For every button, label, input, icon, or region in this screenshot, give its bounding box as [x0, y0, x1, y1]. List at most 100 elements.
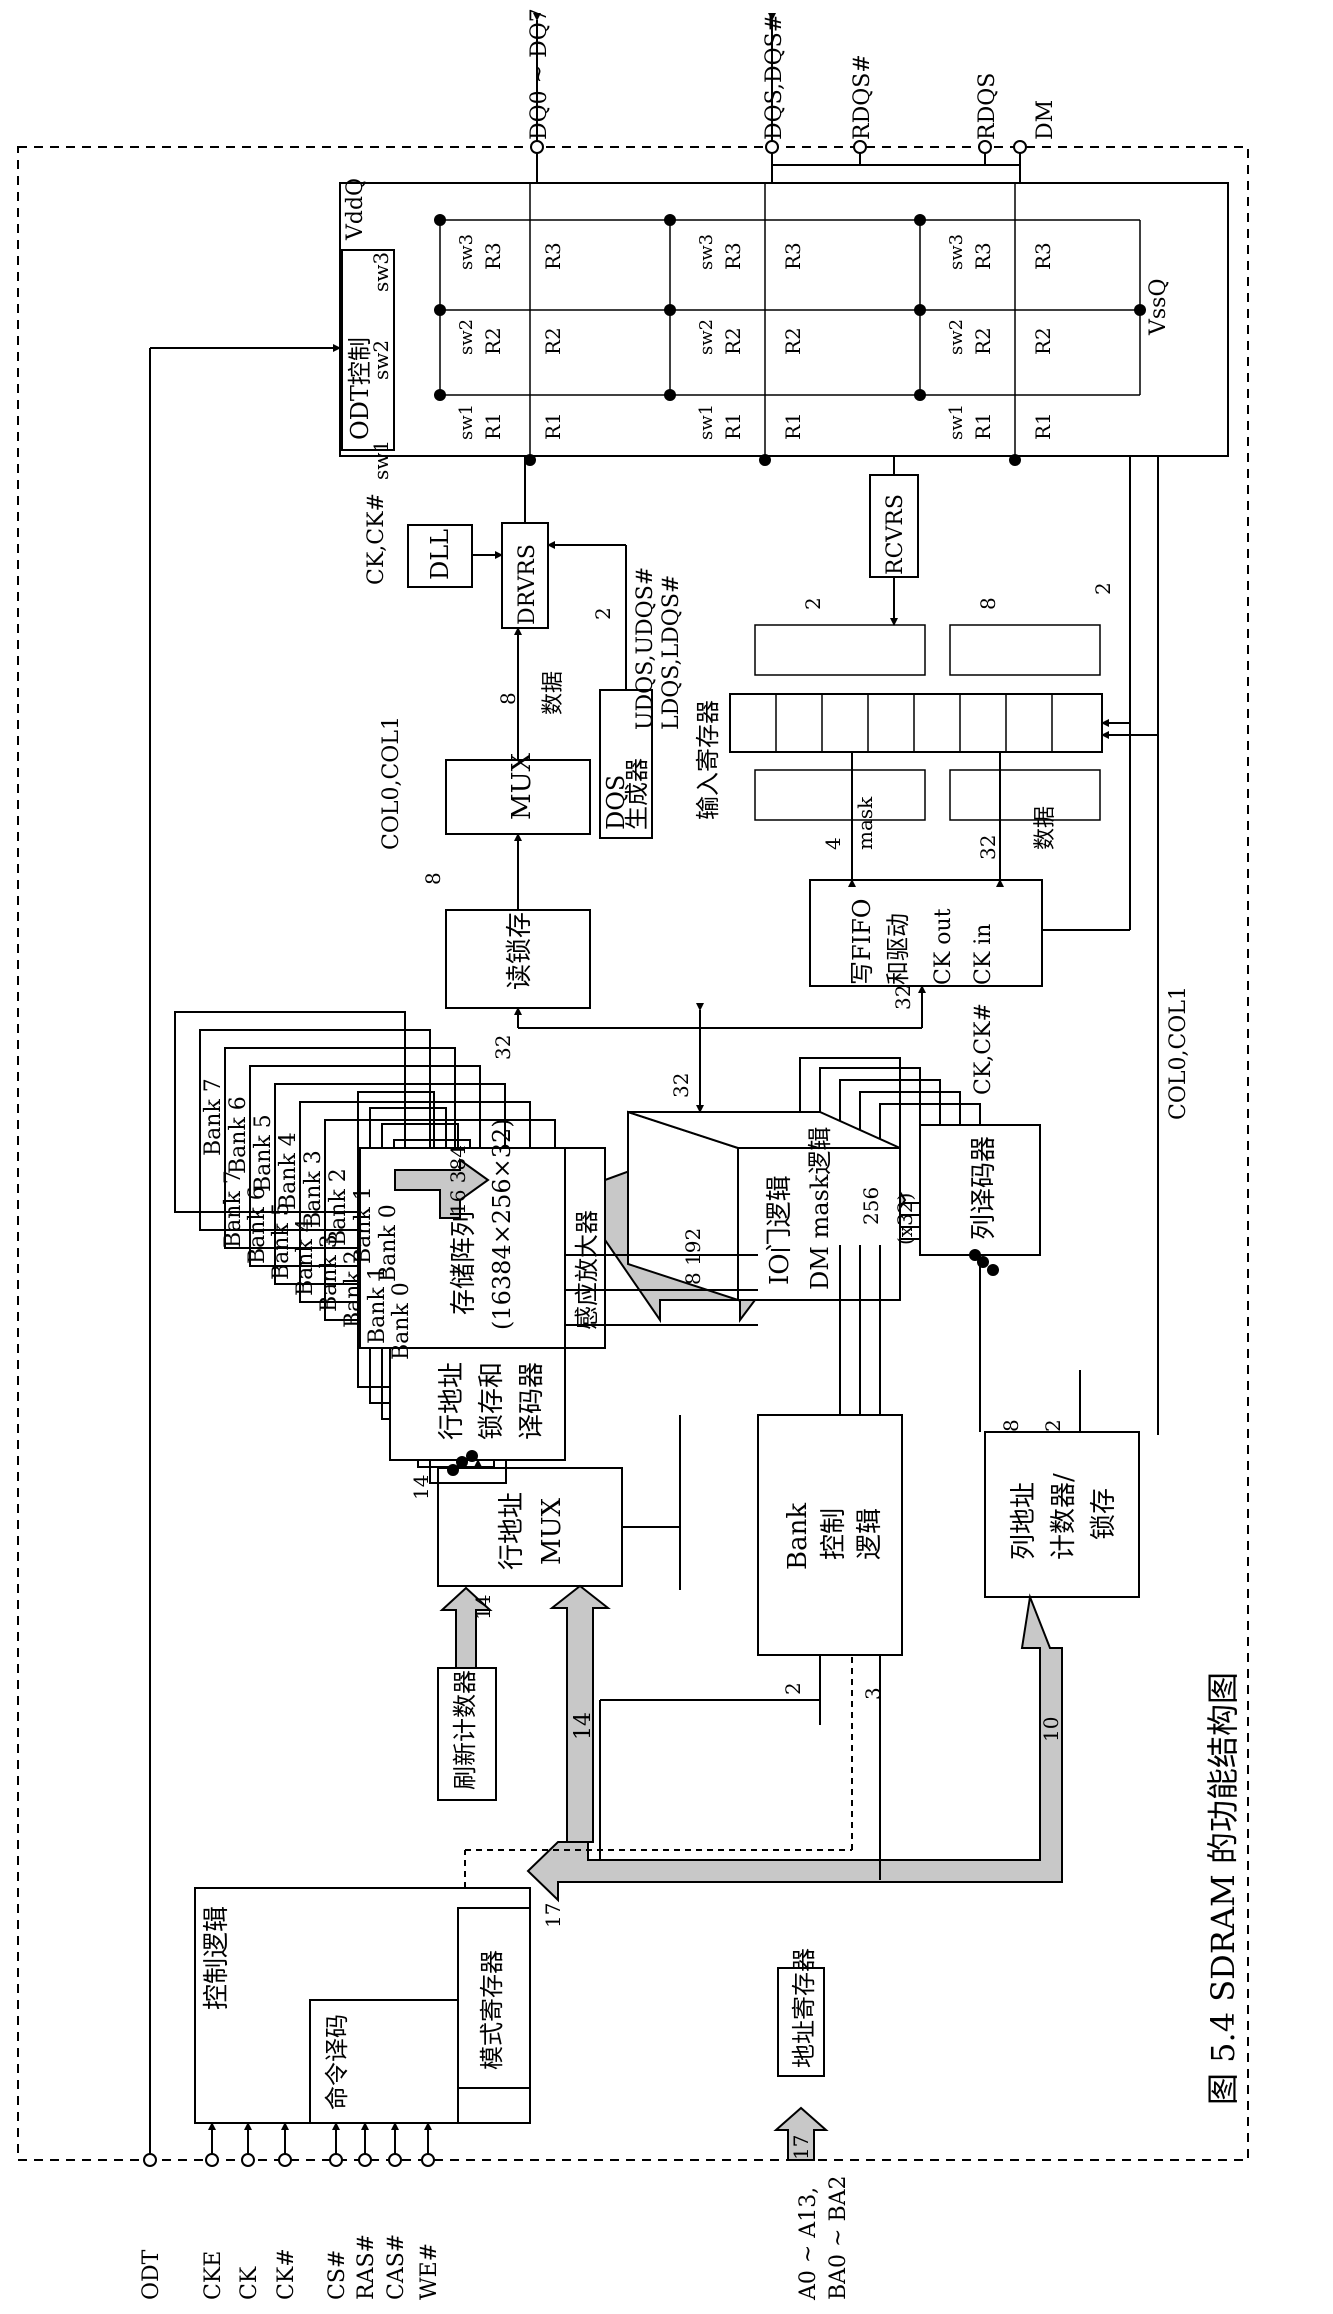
storage-array-line2: (16384×256×32)	[488, 1118, 516, 1330]
pin-label-dm: DM	[1033, 100, 1058, 140]
row-bank-label-1: Bank 1	[365, 1266, 390, 1344]
column-address-counter-line1: 列地址	[1009, 1482, 1039, 1560]
storage-array-line1: 存储阵列	[449, 1211, 479, 1315]
column-decoder-box	[919, 1124, 1041, 1256]
command-decoder-box	[309, 1999, 459, 2124]
resistor-r3-col2b: R3	[1031, 242, 1055, 270]
io-gate-line1: IO门逻辑	[765, 1175, 795, 1285]
bus-mux-out: 8	[496, 692, 520, 705]
pin-label-rdqs-bar: RDQS#	[850, 54, 875, 140]
bus-row-out: 14	[409, 1475, 433, 1500]
bus-mux-in: 8	[421, 872, 445, 885]
resistor-r3-col1b: R3	[781, 242, 805, 270]
bank-control-line2: 控制	[819, 1508, 849, 1560]
pin-label-we-bar: WE#	[417, 2243, 442, 2300]
bank-control-line3: 逻辑	[855, 1508, 885, 1560]
write-fifo-line1: 写FIFO	[848, 899, 876, 985]
bank-control-line1: Bank	[783, 1503, 813, 1570]
odt-switch-sw1-col2: sw1	[946, 404, 967, 440]
resistor-r3-col1: R3	[721, 242, 745, 270]
odt-switch-sw3-col2: sw3	[946, 234, 967, 270]
address-width-label: 17	[789, 2135, 813, 2160]
bus-col-bits: 2	[1041, 1419, 1065, 1432]
command-decoder-label: 命令译码	[323, 2014, 351, 2110]
row-address-mux-box	[437, 1467, 623, 1587]
row-bank-label-4: Bank 4	[293, 1218, 318, 1296]
write-fifo-line4: CK in	[971, 924, 996, 985]
column-decoder-label: 列译码器	[969, 1136, 999, 1240]
bus-col-decode: 256	[859, 1187, 883, 1225]
array-bank-label-1: Bank 1	[351, 1186, 376, 1264]
bus-col-right: 2	[1091, 582, 1115, 595]
odt-switch-sw1-col1: sw1	[696, 404, 717, 440]
row-bank-label-7: Bank 7	[221, 1170, 246, 1248]
bus-io-data: 32	[669, 1073, 693, 1098]
odt-switch-sw1: sw1	[369, 440, 393, 480]
column-address-counter-line3: 锁存	[1089, 1488, 1119, 1540]
address-pins-label: A0 ~ A13,	[796, 2187, 821, 2301]
row-latch-decoder-line1: 行地址	[437, 1362, 467, 1440]
array-bank-label-7: Bank 7	[201, 1078, 226, 1156]
bus-read-data: 32	[491, 1035, 515, 1060]
bus-fifo-data: 32	[976, 835, 1000, 860]
resistor-r1-col0: R1	[481, 412, 505, 440]
row-latch-decoder-line2: 锁存和	[477, 1362, 507, 1440]
resistor-r1-col1b: R1	[781, 412, 805, 440]
bus-dqs: 2	[591, 607, 615, 620]
x32-label: (x32)	[893, 1193, 917, 1245]
resistor-r3-col2: R3	[971, 242, 995, 270]
resistor-r1-col2b: R1	[1031, 412, 1055, 440]
io-gate-line2: DM mask逻辑	[806, 1127, 834, 1290]
row-bank-label-5: Bank 5	[269, 1202, 294, 1280]
pin-label-ras-bar: RAS#	[354, 2234, 379, 2300]
bus-col-addr: 10	[1039, 1717, 1063, 1742]
pin-label-cs-bar: CS#	[325, 2250, 350, 2300]
odt-switch-sw3-col0: sw3	[456, 234, 477, 270]
bus-ctl: 17	[541, 1903, 565, 1928]
column-address-counter-box	[984, 1431, 1140, 1598]
vssq-label: VssQ	[1146, 278, 1171, 336]
dqs-generator-line1: DQS	[602, 775, 630, 830]
bus-row-addr-in: 14	[571, 1712, 596, 1740]
ck-pair-label-fifo: CK,CK#	[971, 1003, 996, 1095]
odt-switch-sw2-col2: sw2	[946, 319, 967, 355]
resistor-r2-col1: R2	[721, 327, 745, 355]
udqs-label: UDQS,UDQS#	[633, 567, 658, 730]
mux-label: MUX	[507, 752, 537, 820]
odt-control-label: ODT控制	[346, 337, 374, 440]
pin-label-odt: ODT	[139, 2249, 164, 2300]
sense-amplifier-box	[564, 1147, 606, 1349]
address-register-label: 地址寄存器	[790, 1948, 818, 2068]
array-bank-label-6: Bank 6	[226, 1096, 251, 1174]
input-register-label: 输入寄存器	[694, 700, 722, 820]
pin-label-ck: CK	[237, 2266, 262, 2300]
bus-row-decode: 16 384	[446, 1145, 470, 1215]
dqs-generator-line2: 生成器	[623, 758, 651, 830]
array-bank-label-2: Bank 2	[326, 1168, 351, 1246]
chip-boundary	[17, 146, 1249, 2161]
resistor-r1-col2: R1	[971, 412, 995, 440]
row-bank-label-2: Bank 2	[341, 1250, 366, 1328]
vddq-label: VddQ	[343, 178, 368, 241]
bus-refresh: 14	[471, 1595, 495, 1620]
caption-text: 图 5.4 SDRAM 的功能结构图	[1204, 1672, 1242, 2105]
bus-bank-sel: 2	[781, 1682, 805, 1695]
row-latch-decoder-line3: 译码器	[517, 1362, 547, 1440]
odt-switch-sw3-col1: sw3	[696, 234, 717, 270]
dll-label: DLL	[426, 529, 454, 580]
control-logic-label: 控制逻辑	[202, 1906, 232, 2010]
resistor-r3-col0: R3	[481, 242, 505, 270]
ck-pair-label-dll: CK,CK#	[364, 493, 389, 585]
bus-write-data: 32	[891, 985, 915, 1010]
array-bank-label-0: Bank 0	[376, 1204, 401, 1282]
column-address-counter-line2: 计数器/	[1049, 1473, 1079, 1560]
write-fifo-box	[809, 879, 1043, 987]
odt-switch-sw2-col0: sw2	[456, 319, 477, 355]
row-bank-label-3: Bank 3	[317, 1234, 342, 1312]
write-fifo-line3: CK out	[931, 908, 956, 985]
odt-control-box	[341, 249, 395, 451]
data-label-drvrs: 数据	[541, 671, 566, 715]
resistor-r2-col2b: R2	[1031, 327, 1055, 355]
